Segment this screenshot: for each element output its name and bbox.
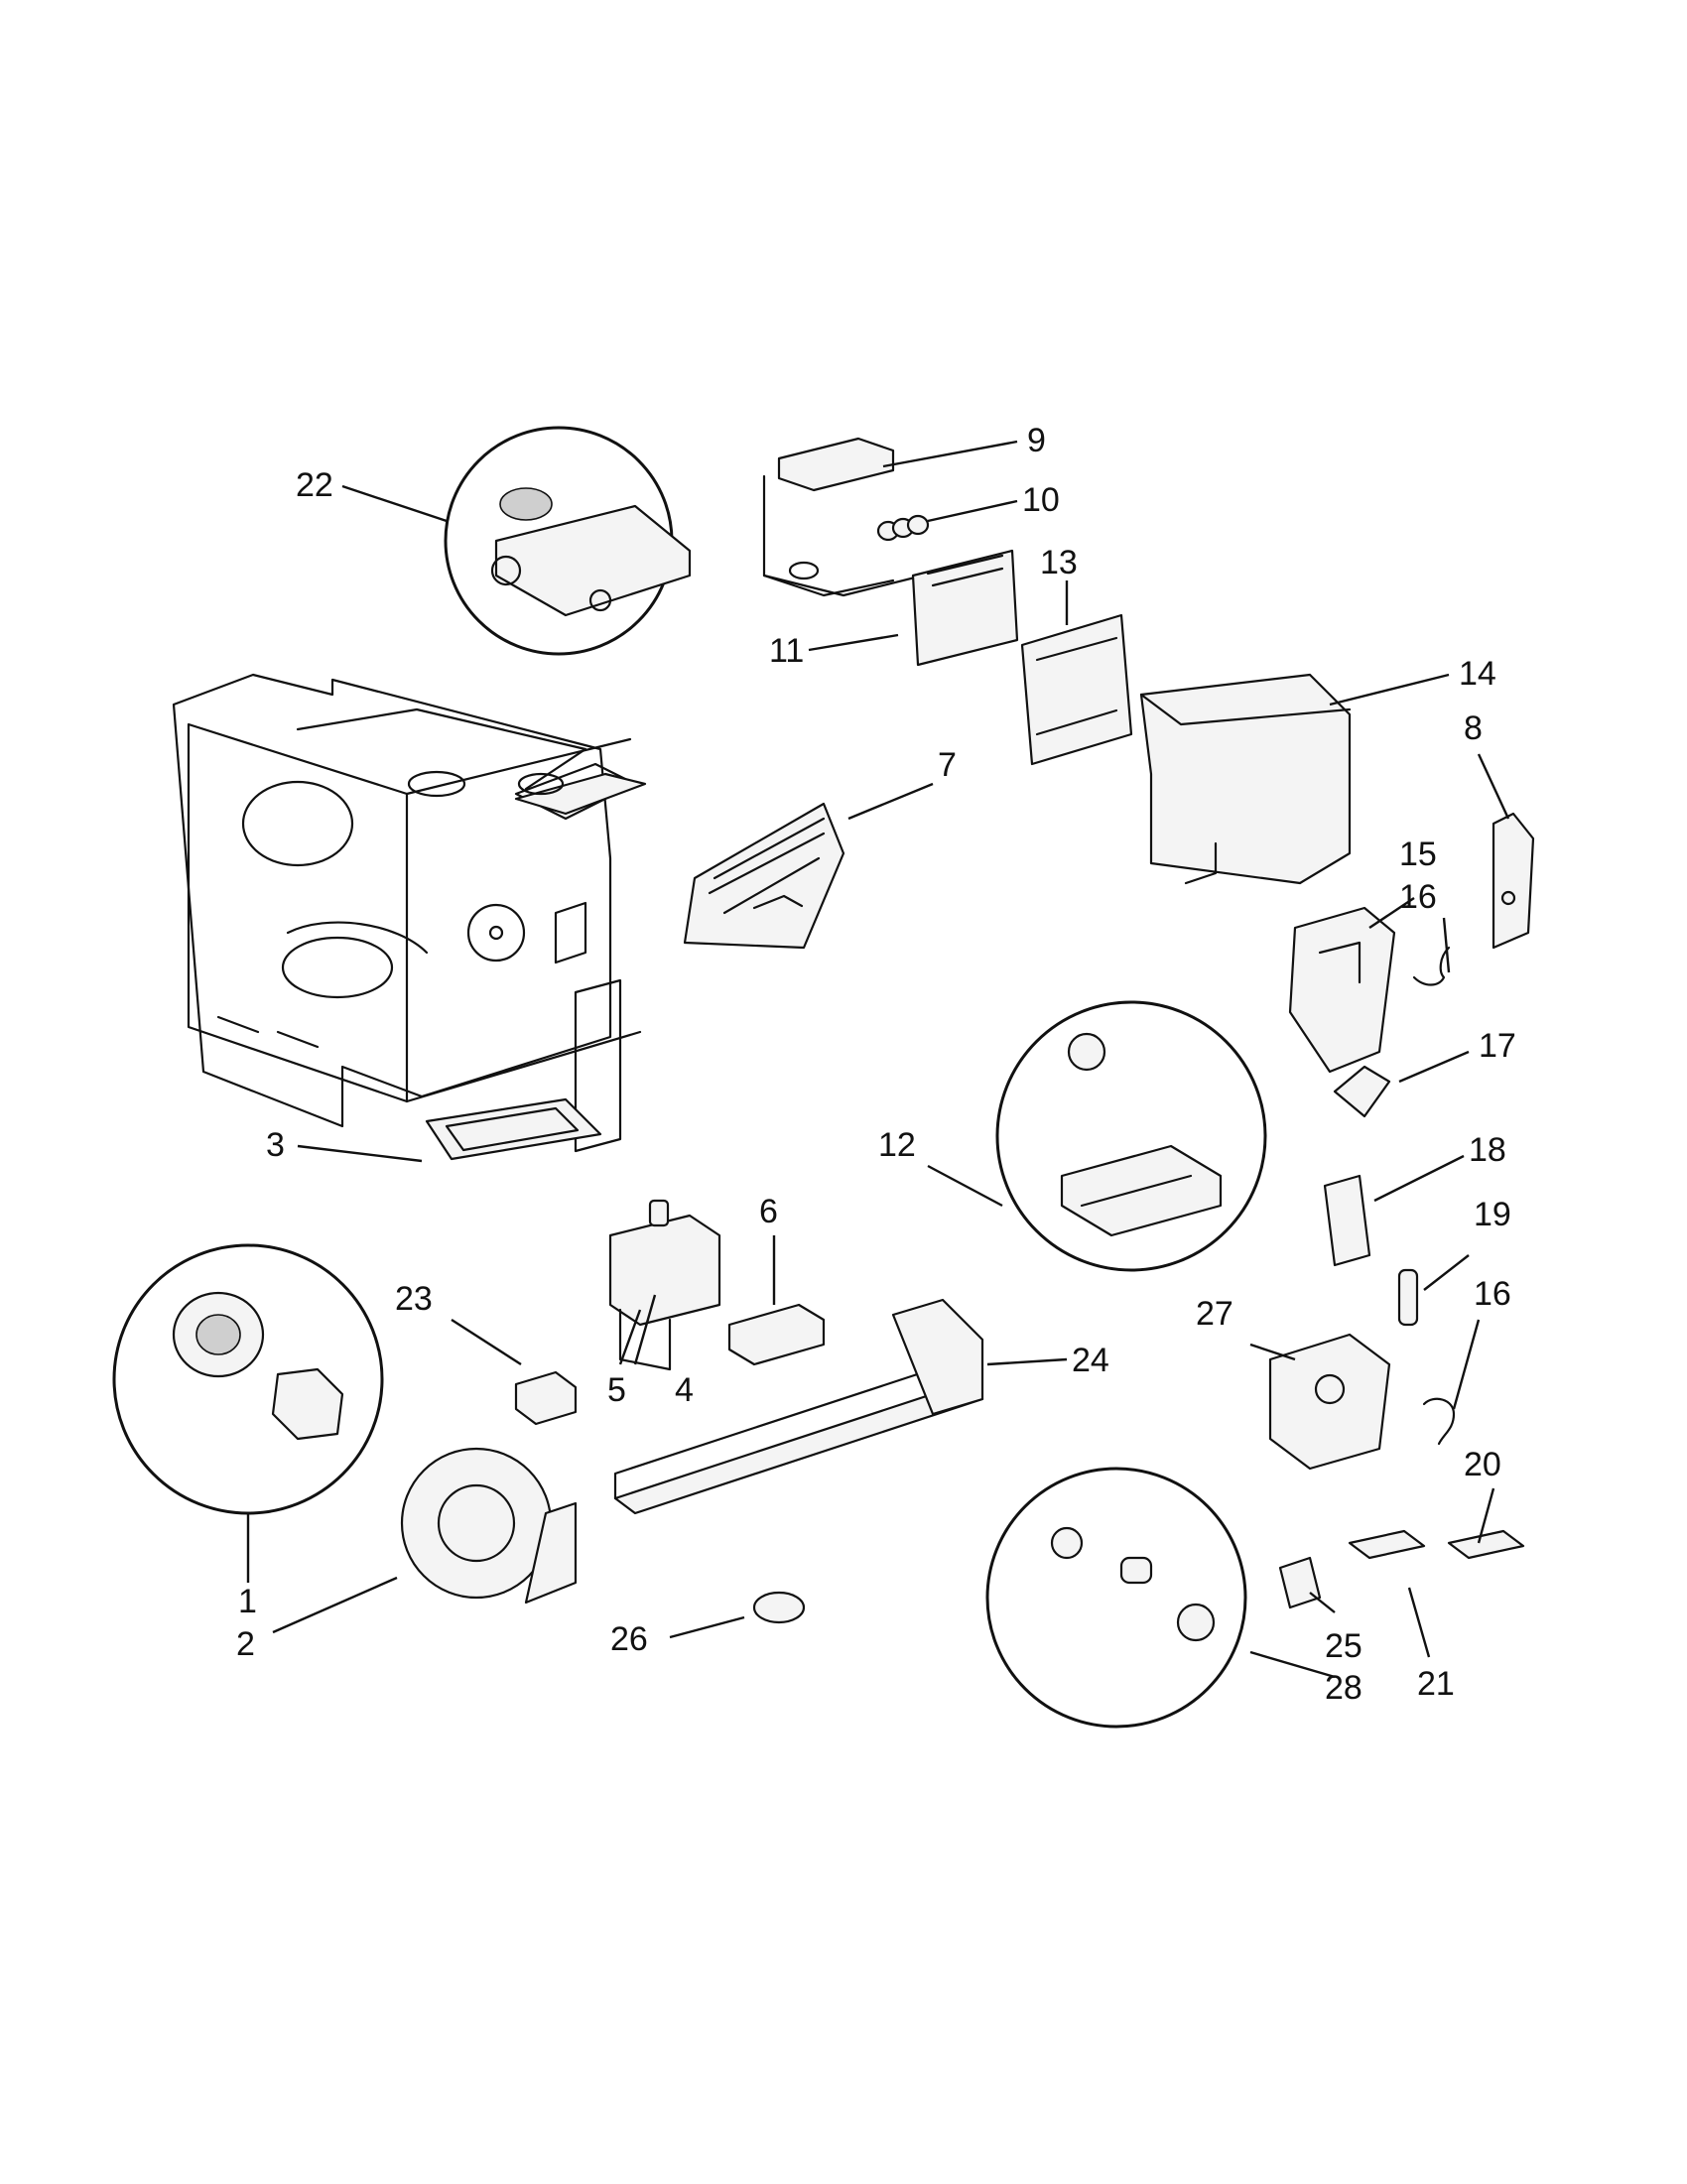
part-15-latch-base[interactable]: [1288, 906, 1396, 1074]
part-28-detail-circle[interactable]: [985, 1467, 1247, 1729]
part-17-thermal-switch[interactable]: [1333, 1065, 1391, 1118]
callout-15: 15: [1399, 835, 1437, 873]
callout-14: 14: [1459, 655, 1496, 693]
callout-4: 4: [675, 1371, 694, 1409]
part-19-fuse[interactable]: [1397, 1268, 1419, 1327]
part-26-knob[interactable]: [752, 1591, 806, 1624]
part-22-detail-circle[interactable]: [444, 426, 692, 656]
callout-12: 12: [878, 1126, 916, 1164]
callout-16a: 16: [1399, 878, 1437, 916]
part-25-switch-clip[interactable]: [1278, 1556, 1322, 1609]
callout-3: 3: [266, 1126, 285, 1164]
callout-9: 9: [1027, 422, 1046, 459]
callout-10: 10: [1022, 481, 1060, 519]
callout-18: 18: [1469, 1131, 1506, 1169]
callout-23: 23: [395, 1280, 433, 1318]
part-11-control-board[interactable]: [911, 549, 1019, 667]
callout-11: 11: [769, 632, 804, 670]
part-2-blower[interactable]: [400, 1447, 578, 1605]
callout-17: 17: [1479, 1027, 1516, 1065]
callout-26: 26: [610, 1620, 648, 1658]
part-9-control-bracket[interactable]: [762, 437, 925, 597]
callout-5: 5: [607, 1371, 626, 1409]
callout-7: 7: [938, 746, 957, 784]
callout-20: 20: [1464, 1446, 1501, 1483]
callout-2: 2: [236, 1625, 255, 1663]
callout-labels: 22 9 10 13 11 14 8 7 15 16 17 18 19 16 2…: [236, 422, 1516, 1707]
leader-lines: [246, 440, 1510, 1679]
callout-6: 6: [759, 1193, 778, 1230]
callout-27: 27: [1196, 1295, 1233, 1333]
chassis-frame[interactable]: [172, 673, 647, 1153]
part-27-latch-assembly[interactable]: [1268, 1333, 1391, 1471]
callout-28: 28: [1325, 1669, 1363, 1707]
part-20-switch[interactable]: [1447, 1529, 1525, 1560]
part-12-detail-circle[interactable]: [995, 1000, 1267, 1272]
part-8-latch-hook[interactable]: [1492, 812, 1535, 950]
callout-19: 19: [1474, 1196, 1511, 1233]
part-10-fuses[interactable]: [876, 514, 930, 542]
callout-8: 8: [1464, 709, 1483, 747]
part-23-bracket[interactable]: [514, 1370, 578, 1426]
part-7-vent-assembly[interactable]: [683, 802, 845, 950]
part-18-switch-holder[interactable]: [1323, 1174, 1371, 1267]
part-14-air-duct[interactable]: [1139, 673, 1352, 885]
callout-25: 25: [1325, 1627, 1363, 1665]
part-1-detail-circle[interactable]: [112, 1243, 384, 1515]
part-24-air-guide[interactable]: [613, 1298, 984, 1515]
part-4-5-magnetron[interactable]: [608, 1199, 721, 1371]
callout-13: 13: [1040, 544, 1078, 581]
callout-16b: 16: [1474, 1275, 1511, 1313]
part-16-spring-b[interactable]: [1422, 1397, 1456, 1446]
callout-24: 24: [1072, 1342, 1109, 1379]
part-6-capacitor[interactable]: [727, 1303, 826, 1366]
callout-21: 21: [1417, 1665, 1455, 1703]
part-21-switch[interactable]: [1348, 1529, 1426, 1560]
part-16-spring-a[interactable]: [1412, 946, 1451, 986]
part-13-board-cover[interactable]: [1020, 613, 1133, 766]
callout-1: 1: [238, 1583, 257, 1620]
callout-22: 22: [296, 466, 333, 504]
part-3-bottom-tray[interactable]: [425, 1097, 602, 1161]
